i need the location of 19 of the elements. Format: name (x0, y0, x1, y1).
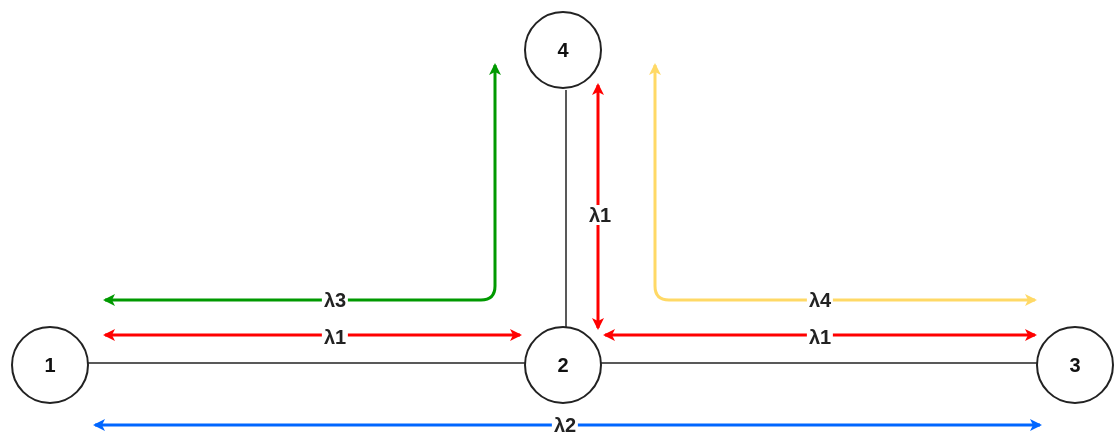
double-arrow (103, 63, 501, 306)
double-arrow (603, 329, 1037, 341)
edge-label: λ1 (321, 327, 349, 347)
node-number: 2 (557, 353, 569, 377)
edge-label: λ1 (586, 205, 614, 225)
edge-label: λ3 (321, 290, 349, 310)
edge-label: λ1 (806, 327, 834, 347)
double-arrow (649, 63, 1037, 306)
edge-label: λ2 (551, 415, 579, 435)
link-line (565, 89, 567, 328)
link-line (87, 362, 526, 364)
node-number: 1 (44, 353, 56, 377)
node-number: 4 (557, 38, 569, 62)
edge-label: λ4 (806, 290, 834, 310)
double-arrow (93, 419, 1042, 431)
double-arrow (592, 83, 604, 330)
node-number: 3 (1069, 353, 1081, 377)
double-arrow (103, 329, 522, 341)
link-line (600, 362, 1038, 364)
